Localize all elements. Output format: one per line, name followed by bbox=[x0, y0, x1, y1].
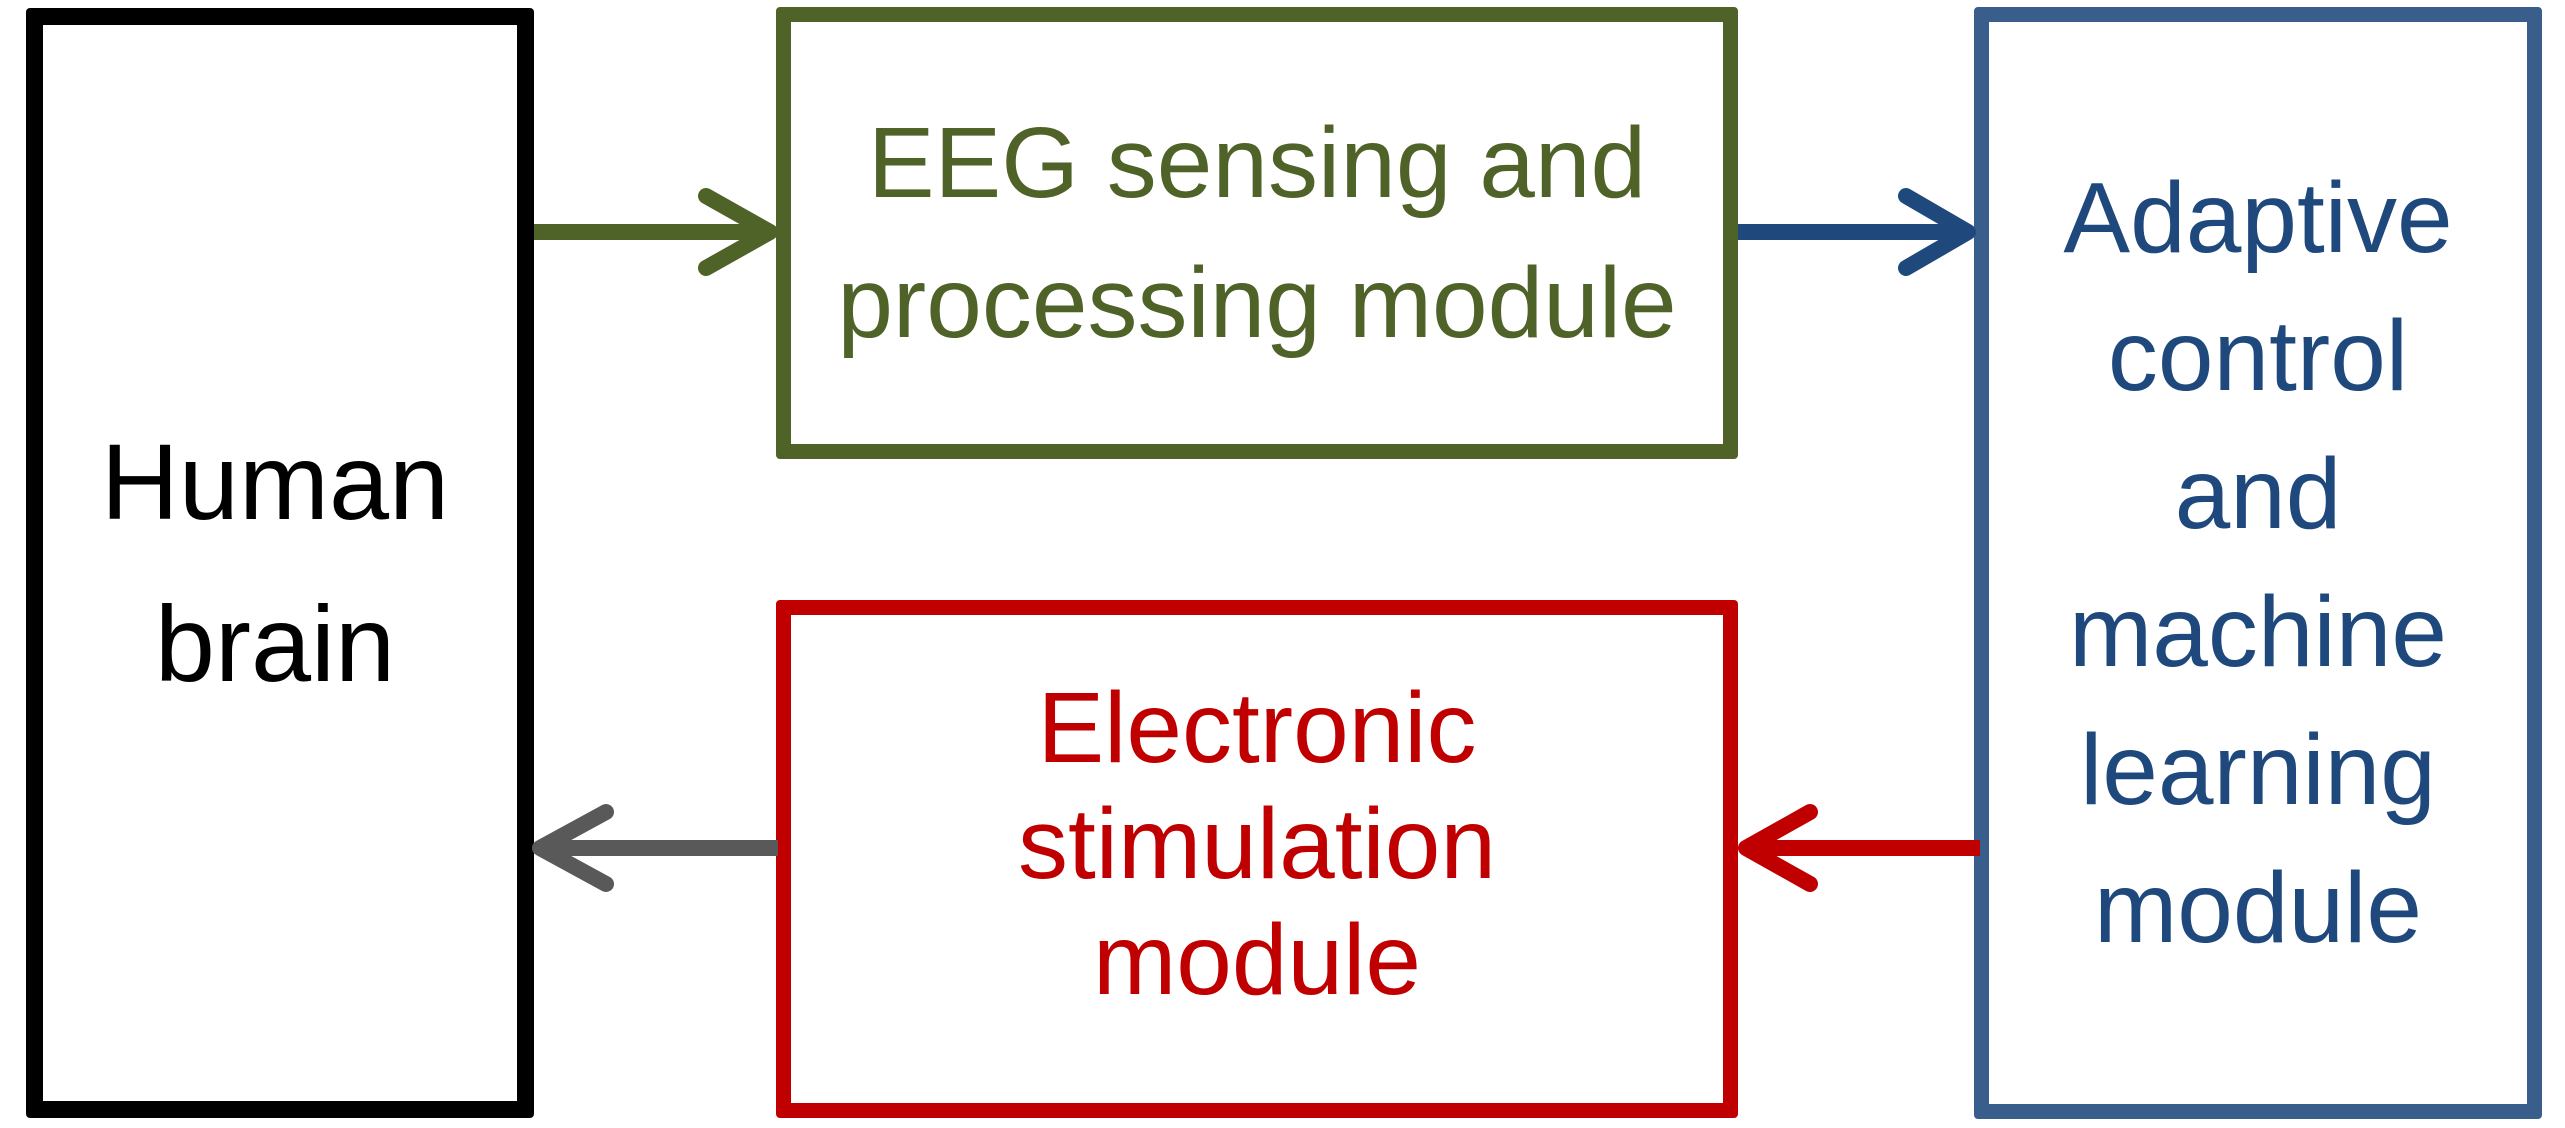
eeg-sensing-node: EEG sensing and processing module bbox=[776, 7, 1738, 459]
adaptive-control-label: Adaptive control and machine learning mo… bbox=[2063, 162, 2453, 964]
human-brain-node: Human brain bbox=[26, 8, 534, 1118]
arrow-eeg-to-adaptive-head bbox=[1898, 188, 1976, 276]
arrow-eeg-to-adaptive bbox=[1738, 188, 1976, 276]
arrow-stimulation-to-brain bbox=[532, 804, 778, 892]
arrow-stimulation-to-brain-head bbox=[532, 804, 614, 892]
adaptive-control-node: Adaptive control and machine learning mo… bbox=[1974, 7, 2542, 1119]
arrow-brain-to-eeg bbox=[534, 188, 778, 276]
arrow-adaptive-to-stimulation-head bbox=[1738, 804, 1818, 892]
arrow-adaptive-to-stimulation bbox=[1738, 804, 1980, 892]
human-brain-label: Human brain bbox=[100, 421, 450, 704]
eeg-sensing-label: EEG sensing and processing module bbox=[837, 107, 1677, 359]
arrow-brain-to-eeg-head bbox=[698, 188, 778, 276]
electronic-stimulation-node: Electronic stimulation module bbox=[776, 600, 1738, 1118]
electronic-stimulation-label: Electronic stimulation module bbox=[1018, 672, 1496, 1016]
